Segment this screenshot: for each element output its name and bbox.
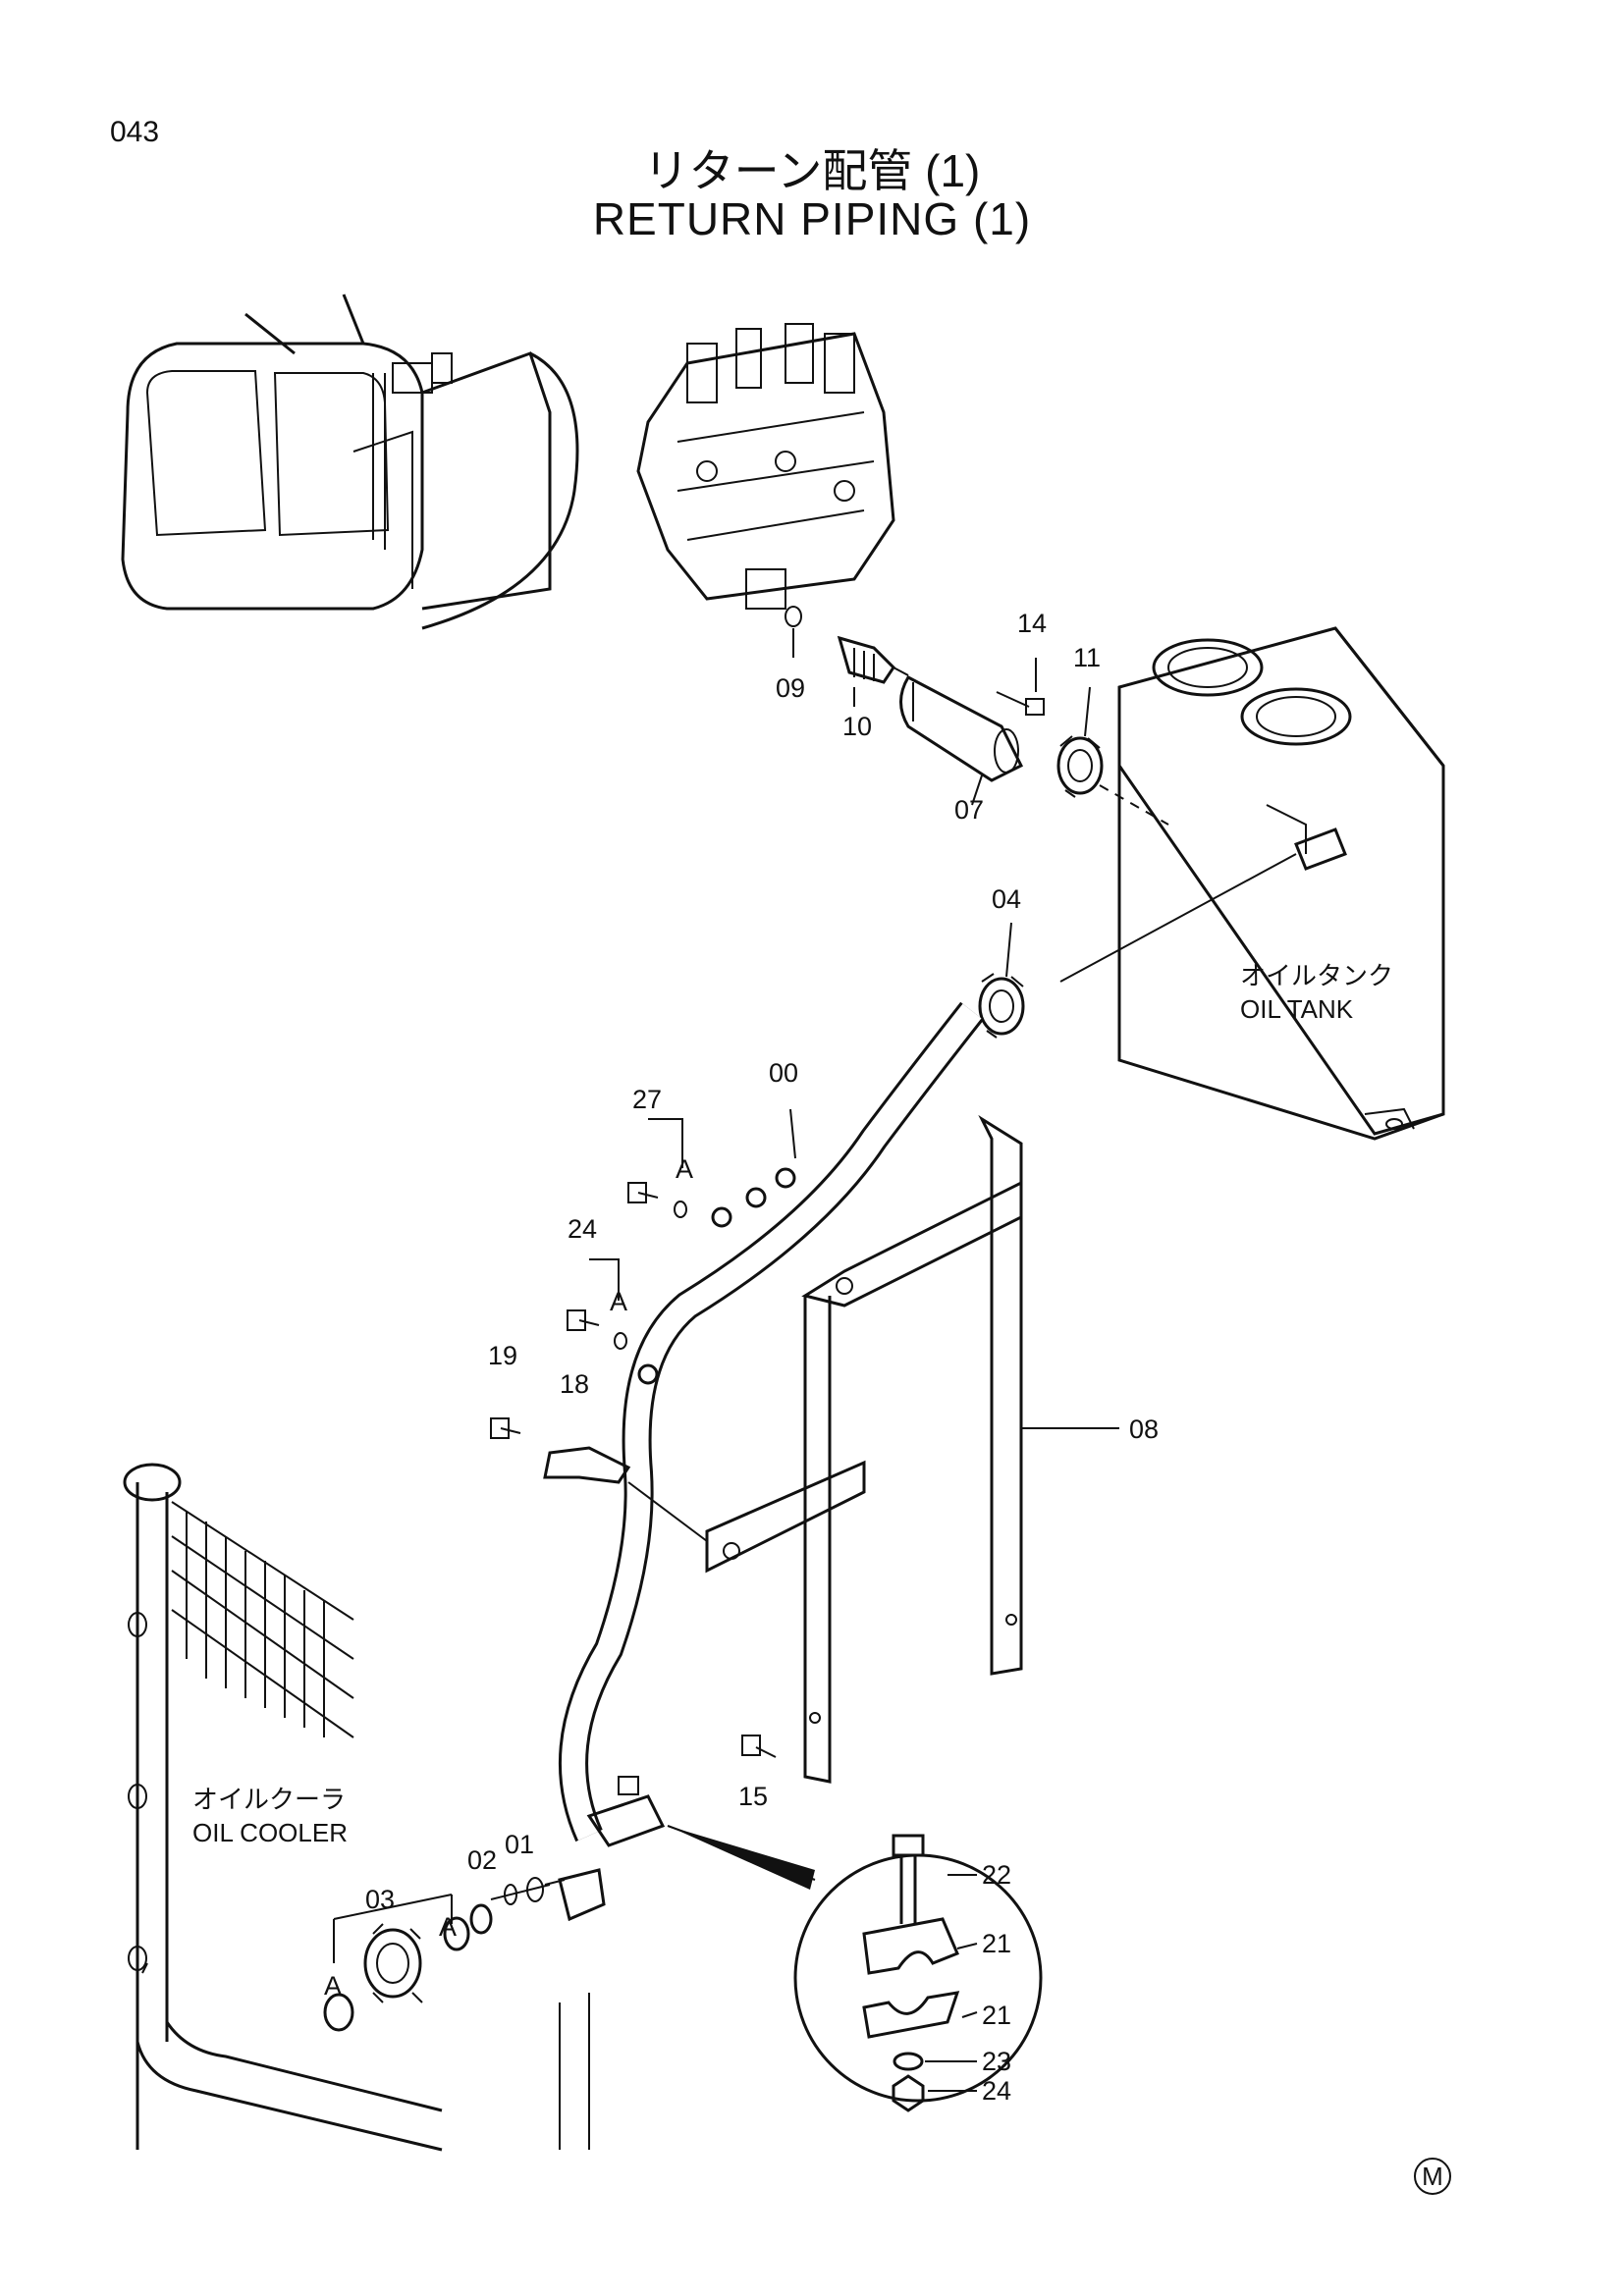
control-valve-illustration [636,323,895,610]
oil-tank-label-jp: オイルタンク [1240,961,1394,990]
oil-cooler-label: オイルクーラ OIL COOLER [192,1784,348,1850]
callout-22: 22 [982,1860,1012,1890]
detail-letter-a-3: A [439,1912,458,1942]
page-number: 043 [110,116,160,148]
callout-19: 19 [488,1341,518,1370]
title-japanese: リターン配管 (1) [643,145,981,196]
callout-04: 04 [992,884,1022,914]
oil-cooler-label-en: OIL COOLER [192,1817,348,1847]
detail-letter-a-1: A [676,1154,694,1184]
callout-08: 09 [776,673,806,703]
detail-view-circle [667,1825,1043,2112]
callout-24: 24 [982,2076,1012,2106]
oil-tank-label-en: OIL TANK [1240,993,1354,1024]
callout-07: 07 [954,795,985,825]
oil-tank-label: オイルタンク OIL TANK [1240,960,1393,1027]
callout-15: 15 [738,1782,769,1811]
callout-02: 02 [467,1845,498,1875]
callout-10: 11 [1073,643,1102,672]
callout-00: 00 [769,1058,799,1088]
excavator-overview-illustration [121,294,579,630]
callout-27: 24 [568,1214,598,1244]
callout-21-lower: 21 [982,2001,1012,2030]
callout-18: 18 [560,1369,590,1399]
manufacturer-mark: M [1414,2158,1451,2195]
oil-cooler-label-jp: オイルクーラ [192,1785,347,1814]
callout-03: 03 [365,1885,396,1914]
oil-cooler-illustration [123,1463,590,2152]
bracket-illustration [705,1114,1023,1784]
callout-01: 01 [505,1830,535,1859]
callout-11: 14 [1017,609,1048,638]
detail-letter-a-4: A [324,1971,343,2001]
callout-14: 08 [1129,1415,1160,1444]
detail-letter-a-2: A [610,1287,628,1316]
callout-23: 23 [982,2047,1012,2076]
oil-tank-illustration [1117,626,1445,1141]
callout-21-upper: 21 [982,1929,1012,1958]
title-english: RETURN PIPING (1) [592,193,1032,244]
callout-28: 27 [632,1085,663,1114]
callout-09: 10 [842,712,873,741]
